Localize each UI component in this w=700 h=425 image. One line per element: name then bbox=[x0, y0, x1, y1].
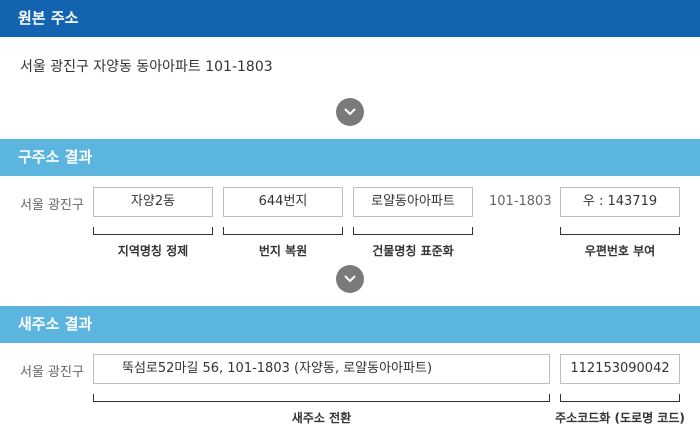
original-address-title: 원본 주소 bbox=[18, 9, 79, 27]
old-address-header: 구주소 결과 bbox=[0, 139, 700, 176]
new-address-title: 새주소 결과 bbox=[18, 315, 93, 333]
road-code-caption: 주소코드화 (도로명 코드) bbox=[555, 411, 685, 425]
new-address-field: 뚝섬로52마길 56, 101-1803 (자양동, 로얄동아아파트) bbox=[93, 354, 550, 384]
lot-caption: 번지 복원 bbox=[258, 244, 308, 258]
building-bracket bbox=[353, 227, 473, 235]
dong-field: 자양2동 bbox=[93, 187, 213, 217]
lot-bracket bbox=[223, 227, 343, 235]
building-caption: 건물명칭 표준화 bbox=[372, 244, 454, 258]
postcode-field: 우 : 143719 bbox=[560, 187, 680, 217]
lot-field: 644번지 bbox=[223, 187, 343, 217]
new-address-caption: 새주소 전환 bbox=[291, 411, 352, 425]
original-address-header: 원본 주소 bbox=[0, 0, 700, 37]
road-code-bracket bbox=[560, 394, 680, 402]
unit-number: 101-1803 bbox=[489, 194, 552, 209]
dong-caption: 지역명칭 정제 bbox=[117, 244, 189, 258]
chevron-down-icon bbox=[336, 265, 364, 293]
old-address-title: 구주소 결과 bbox=[18, 148, 93, 166]
new-region-label: 서울 광진구 bbox=[20, 365, 84, 380]
original-address-text: 서울 광진구 자양동 동아아파트 101-1803 bbox=[20, 59, 273, 75]
postcode-bracket bbox=[560, 227, 680, 235]
postcode-caption: 우편번호 부여 bbox=[584, 244, 656, 258]
dong-bracket bbox=[93, 227, 213, 235]
chevron-down-icon bbox=[336, 98, 364, 126]
road-code-field: 112153090042 bbox=[560, 354, 680, 384]
building-field: 로얄동아아파트 bbox=[353, 187, 473, 217]
old-region-label: 서울 광진구 bbox=[20, 198, 84, 213]
new-address-header: 새주소 결과 bbox=[0, 306, 700, 343]
new-address-bracket bbox=[93, 394, 550, 402]
